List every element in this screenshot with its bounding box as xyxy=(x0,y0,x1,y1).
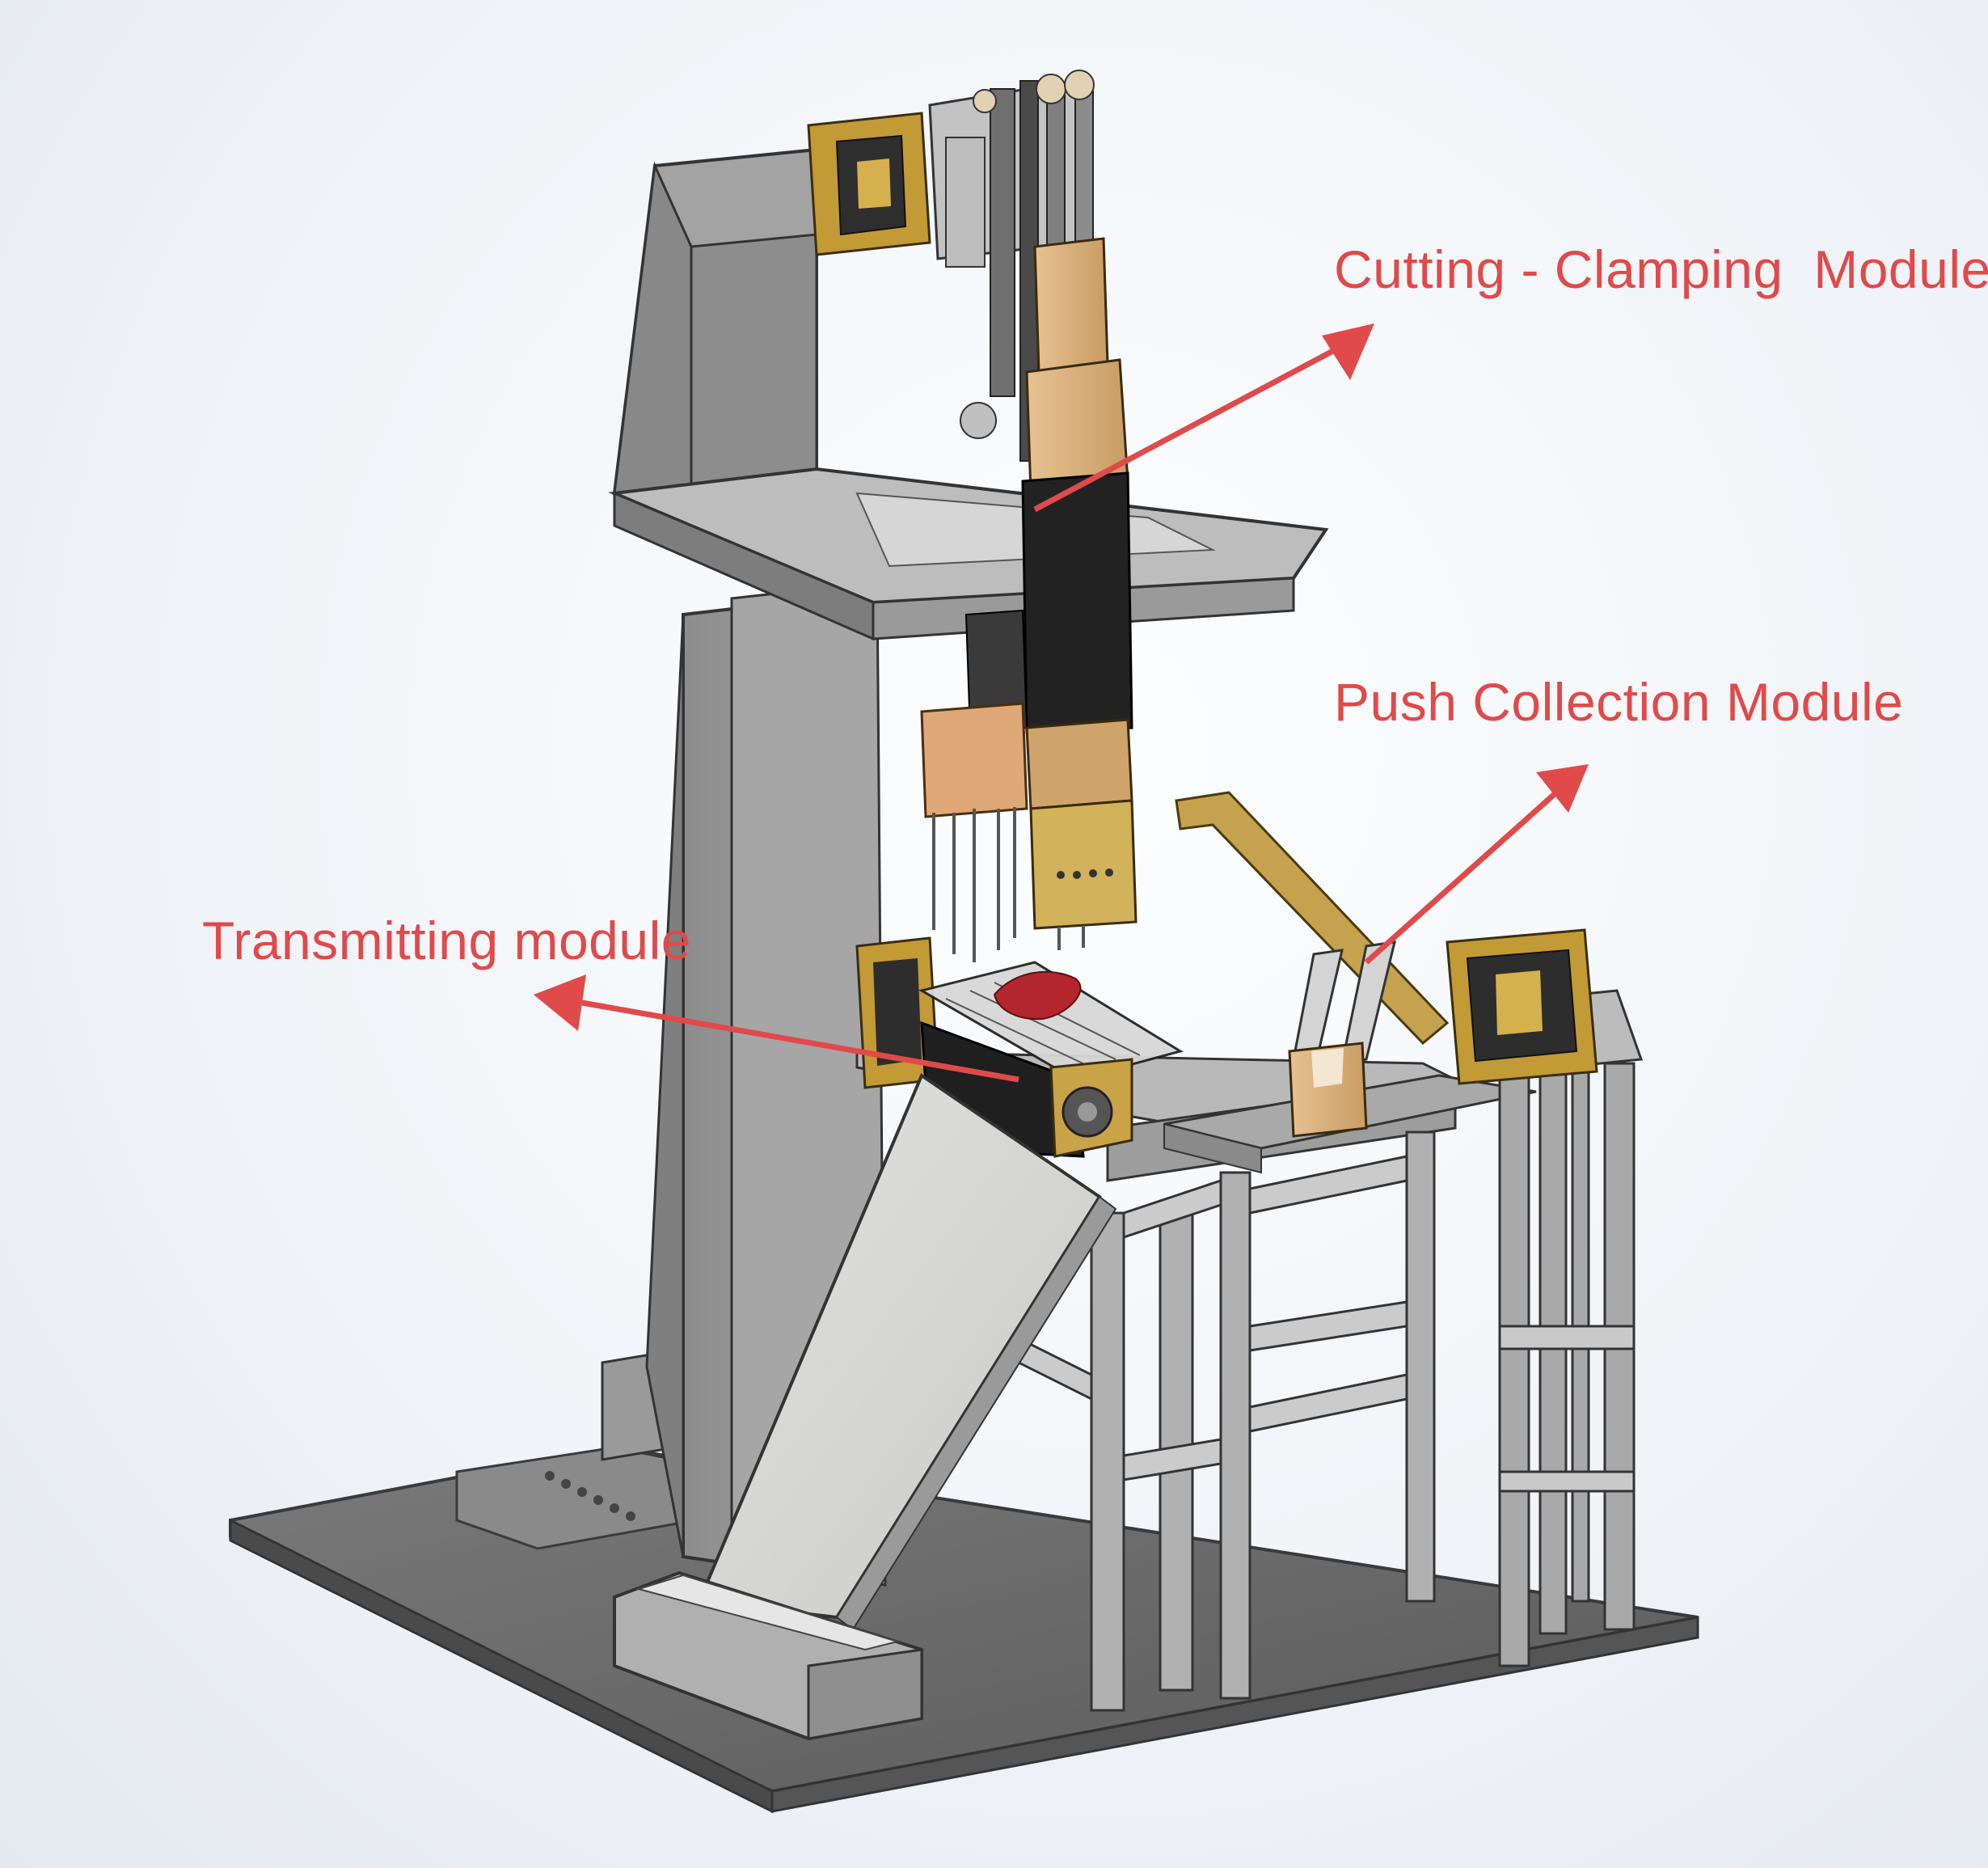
right-tower xyxy=(1446,928,1644,1667)
push-collection-label: Push Collection Module xyxy=(1334,672,1904,732)
push-collection-arrow xyxy=(1364,764,1589,965)
push-collection-module xyxy=(1175,791,1450,1138)
transmitting-arrow xyxy=(534,974,1019,1083)
cutting-clamping-label: Cutting - Clamping Module xyxy=(1334,239,1988,299)
chute xyxy=(613,1072,1117,1741)
transmitting-label: Transmitting module xyxy=(202,911,691,970)
bolt-holes xyxy=(545,1471,635,1521)
cutting-clamping-module xyxy=(807,70,1138,962)
base-plate xyxy=(229,1445,1699,1814)
annotation-arrows xyxy=(534,323,1589,1083)
cutting-clamping-arrow xyxy=(1033,323,1374,513)
